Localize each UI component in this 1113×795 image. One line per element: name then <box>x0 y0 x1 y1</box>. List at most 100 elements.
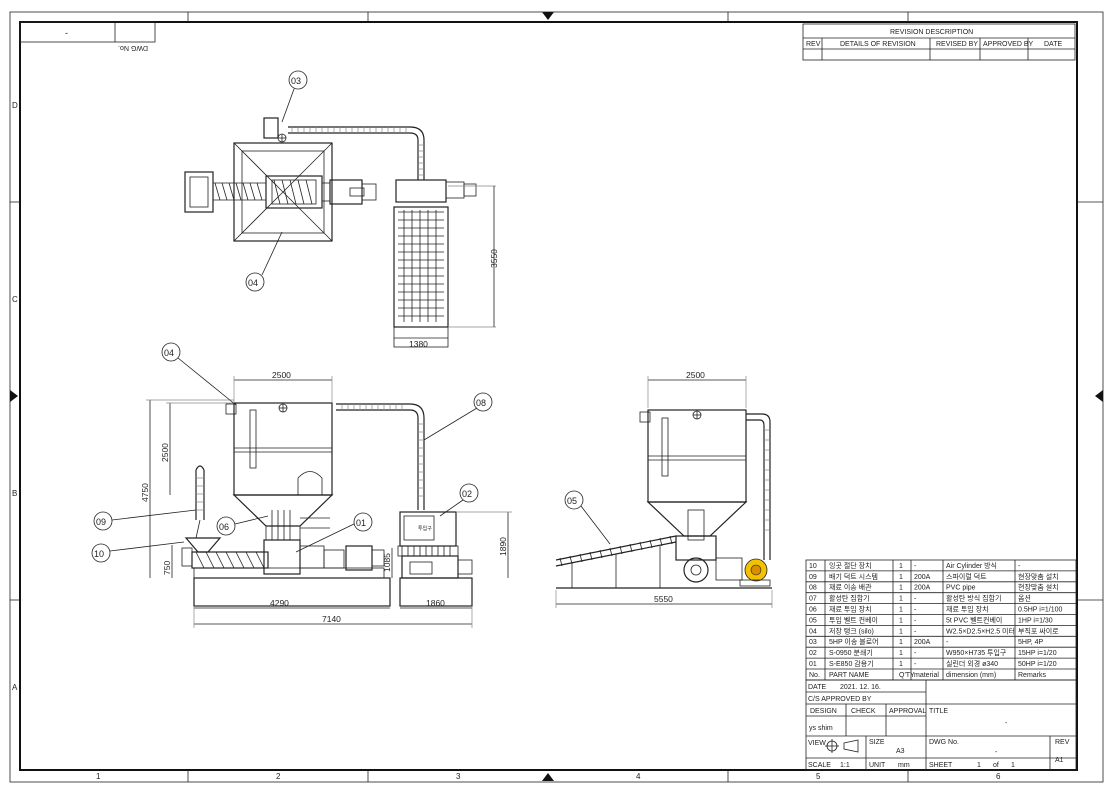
dwg-no-label: DWG No. <box>929 739 959 746</box>
part-04-remarks: 부직포 싸이로 <box>1018 626 1059 635</box>
center-arrow-left <box>10 390 18 402</box>
part-07-name: 활성탄 집합기 <box>829 594 870 603</box>
part-09-qty: 1 <box>899 574 903 581</box>
sheet-number: 1 <box>977 762 981 769</box>
rev-value: A1 <box>1055 757 1064 764</box>
crusher-label: 투입구 <box>418 525 432 532</box>
part-06-dimension: 재료 투입 장치 <box>946 605 989 614</box>
part-10-name: 잉곳 절단 장치 <box>829 561 872 570</box>
part-04-dimension: W2.5×D2.5×H2.5 미터 <box>946 626 1015 635</box>
part-02-name: S-0950 분쇄기 <box>829 648 873 657</box>
dwg-number-box: - DWG No. <box>19 21 156 51</box>
center-arrow-bottom <box>542 773 554 781</box>
col-label-3: 3 <box>456 772 461 781</box>
revision-table: REVISION DESCRIPTION REV DETAILS OF REVI… <box>802 23 1076 61</box>
dim-plan-width: 1380 <box>409 339 428 349</box>
part-05-dimension: 5t PVC 벨트컨베이 <box>946 615 1002 624</box>
center-arrow-top <box>542 12 554 20</box>
part-03-no: 03 <box>809 639 817 646</box>
date-value: 2021. 12. 16. <box>840 684 881 691</box>
dim-front-total-h: 4750 <box>140 483 150 502</box>
rev-header-revised: REVISED BY <box>936 41 978 48</box>
balloon-02: 02 <box>462 489 472 499</box>
dim-front-top: 2500 <box>272 370 291 380</box>
part-01-remarks: 50HP i=1/20 <box>1018 661 1057 668</box>
part-10-no: 10 <box>809 563 817 570</box>
part-06-qty: 1 <box>899 607 903 614</box>
part-06-name: 재료 투입 장치 <box>829 605 872 614</box>
outer-border <box>9 11 1104 783</box>
dwg-label-upside-down: DWG No. <box>118 44 148 51</box>
view-label: VIEW <box>808 740 826 747</box>
part-02-material: - <box>914 650 917 657</box>
approval-label: APPROVAL <box>889 708 926 715</box>
part-02-remarks: 15HP i=1/20 <box>1018 650 1057 657</box>
part-04-qty: 1 <box>899 628 903 635</box>
part-05-no: 05 <box>809 617 817 624</box>
title-label: TITLE <box>929 708 948 715</box>
design-label: DESIGN <box>810 708 837 715</box>
part-09-dimension: 스파이럴 덕트 <box>946 572 987 581</box>
part-08-no: 08 <box>809 585 817 592</box>
sheet-label: SHEET <box>929 762 953 769</box>
balloon-08: 08 <box>476 398 486 408</box>
balloon-06: 06 <box>219 522 229 532</box>
scale-label: SCALE <box>808 762 831 769</box>
part-07-no: 07 <box>809 596 817 603</box>
sheet-of: of <box>993 762 999 769</box>
part-03-material: 200A <box>914 639 931 646</box>
col-label-6: 6 <box>996 772 1001 781</box>
dim-front-base-h: 750 <box>162 561 172 575</box>
plan-belt-hatch <box>398 210 444 322</box>
dim-front-w2: 1860 <box>426 598 445 608</box>
inner-border <box>19 21 1078 771</box>
part-05-remarks: 1HP i=1/30 <box>1018 617 1053 624</box>
part-01-no: 01 <box>809 661 817 668</box>
check-label: CHECK <box>851 708 876 715</box>
row-label-b: B <box>12 489 17 498</box>
part-01-name: S-E850 감용기 <box>829 659 874 668</box>
balloons: 03 04 04 08 02 05 09 06 01 10 <box>91 70 611 563</box>
parts-header-material: material <box>914 672 939 679</box>
part-06-no: 06 <box>809 607 817 614</box>
part-08-dimension: PVC pipe <box>946 585 976 592</box>
front-view: 투입구 2500 2500 4750 750 1085 1890 4290 18… <box>140 370 512 628</box>
dim-front-total-w: 7140 <box>322 614 341 624</box>
unit-label: UNIT <box>869 762 886 769</box>
part-06-material: - <box>914 607 917 614</box>
part-04-no: 04 <box>809 628 817 635</box>
dim-side-base: 5550 <box>654 594 673 604</box>
part-09-material: 200A <box>914 574 931 581</box>
projection-cone-icon <box>843 739 859 753</box>
dim-plan-height: 3550 <box>489 249 499 268</box>
dim-front-mid: 1085 <box>382 553 392 572</box>
part-04-name: 저장 탱크 (silo) <box>829 626 874 635</box>
rev-header-rev: REV <box>806 41 821 48</box>
balloon-04-front: 04 <box>164 348 174 358</box>
balloon-04-plan: 04 <box>248 278 258 288</box>
rev-label: REV <box>1055 739 1070 746</box>
balloon-05: 05 <box>567 496 577 506</box>
part-02-dimension: W950×H735 투입구 <box>946 649 1007 657</box>
title-value: - <box>1005 720 1008 727</box>
title-block: DATE 2021. 12. 16. C/S APPROVED BY DESIG… <box>805 679 1077 771</box>
balloon-03: 03 <box>291 76 301 86</box>
parts-header-name: PART NAME <box>829 672 869 679</box>
part-10-qty: 1 <box>899 563 903 570</box>
border-ticks <box>10 12 1103 782</box>
part-05-qty: 1 <box>899 617 903 624</box>
dim-front-right-h: 1890 <box>498 537 508 556</box>
parts-header-dimension: dimension (mm) <box>946 672 996 679</box>
part-07-qty: 1 <box>899 596 903 603</box>
parts-header-remarks: Remarks <box>1018 672 1047 679</box>
part-08-material: 200A <box>914 585 931 592</box>
col-label-1: 1 <box>96 772 101 781</box>
balloon-09: 09 <box>96 517 106 527</box>
unit-value: mm <box>898 762 910 769</box>
rev-header-approved: APPROVED BY <box>983 41 1034 48</box>
part-03-name: 5HP 이송 블로어 <box>829 637 879 646</box>
dim-front-silo-h: 2500 <box>160 443 170 462</box>
part-02-qty: 1 <box>899 650 903 657</box>
